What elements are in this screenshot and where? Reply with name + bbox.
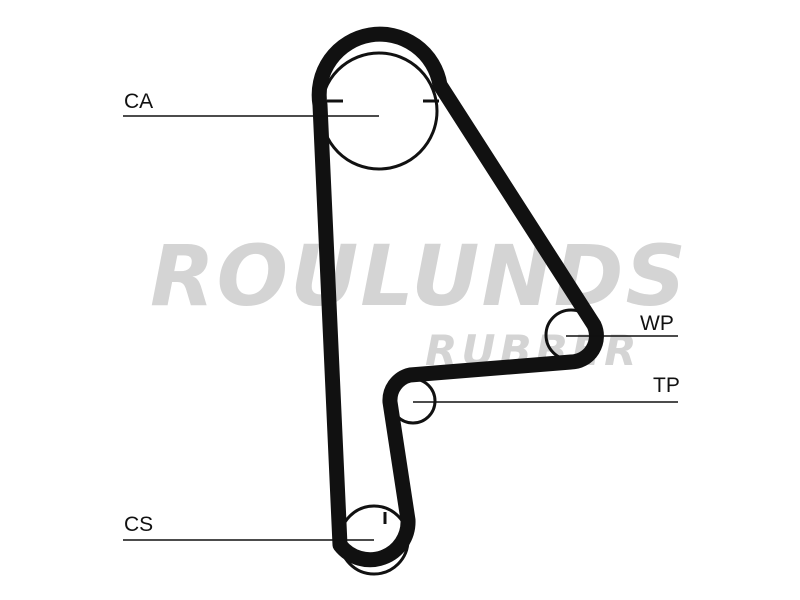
label-tp: TP (653, 374, 680, 397)
label-wp: WP (640, 312, 674, 335)
watermark: ROULUNDS RUBBER (150, 227, 688, 375)
timing-belt (311, 26, 604, 568)
watermark-brand: ROULUNDS (150, 227, 688, 325)
leader-lines (123, 115, 678, 541)
camshaft-pulley (319, 51, 439, 171)
label-ca: CA (124, 90, 153, 113)
label-cs: CS (124, 513, 153, 536)
labels: CA WP TP CS (124, 90, 680, 536)
timing-marks (327, 99, 439, 524)
